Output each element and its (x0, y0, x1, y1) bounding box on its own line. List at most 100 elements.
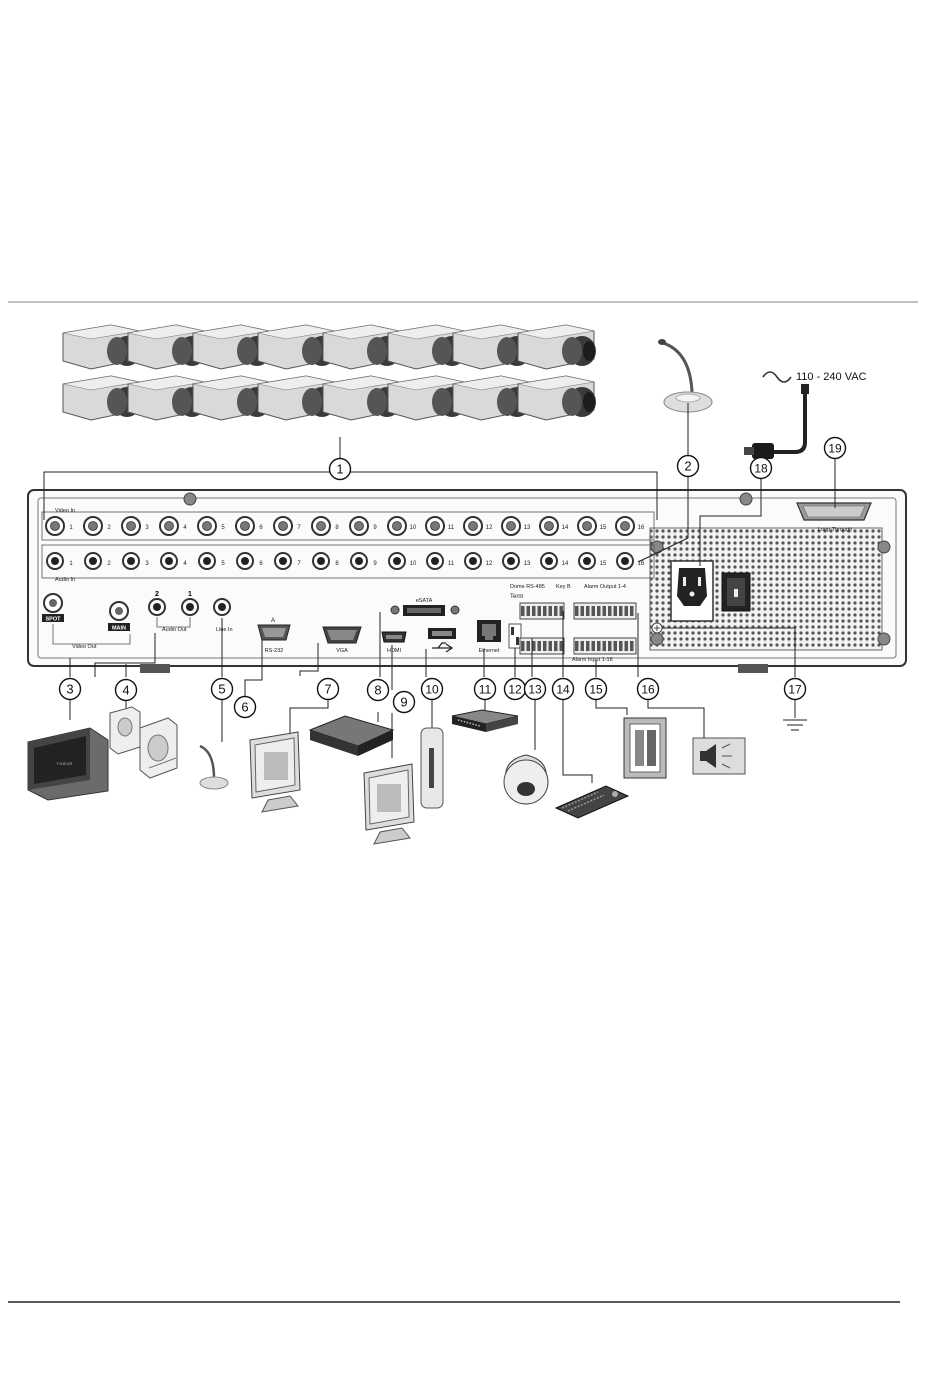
audio-in-channel-label: 7 (297, 561, 301, 567)
video-in-channel-label: 4 (183, 525, 187, 531)
usb-icon (432, 642, 454, 653)
video-out-label: Video Out (72, 644, 97, 650)
audio-in-rca-connector: 5 (198, 552, 225, 570)
ethernet-label: Ethernet (479, 648, 500, 654)
callout-18: 18 (749, 456, 773, 480)
video-in-channel-label: 10 (410, 525, 417, 531)
callout-number: 6 (241, 700, 248, 715)
video-in-bnc-connector: 1 (45, 516, 73, 536)
callout-number: 12 (508, 683, 522, 697)
alarm-input-label: Alarm Input 1-16 (572, 657, 613, 663)
video-in-bnc-connector: 16 (615, 516, 645, 536)
callout-3: 3 (58, 677, 82, 701)
callout-4: 4 (114, 678, 138, 702)
power-cord-icon (744, 384, 809, 459)
video-in-bnc-connector: 3 (121, 516, 149, 536)
callout-number: 8 (374, 683, 381, 698)
callout-16: 16 (636, 677, 660, 701)
microphone-icon (658, 339, 713, 413)
video-in-group (41, 511, 655, 541)
power-switch (721, 572, 751, 612)
video-in-channel-label: 9 (373, 525, 377, 531)
video-in-channel-label: 7 (297, 525, 301, 531)
usb-port-connector (428, 628, 456, 653)
screw-icon (877, 540, 891, 554)
audio-out-2-connector (148, 598, 166, 616)
callout-6: 6 (233, 695, 257, 719)
hdmi-label: HDMI (387, 648, 402, 654)
rs232-port-a-label: A (271, 618, 275, 624)
line-in-connector (213, 598, 231, 616)
audio-in-rca-connector: 4 (160, 552, 187, 570)
camera-icon (517, 324, 596, 370)
audio-in-label: Audio In (55, 577, 75, 583)
screw-icon (650, 632, 664, 646)
alarm-output-label: Alarm Output 1-4 (584, 584, 626, 590)
audio-in-channel-label: 9 (373, 561, 377, 567)
audio-in-rca-connector: 7 (274, 552, 301, 570)
callout-11: 11 (473, 677, 497, 701)
callout-number: 14 (556, 683, 570, 697)
vga-label: VGA (336, 648, 348, 654)
rs232-label: RS-232 (265, 648, 284, 654)
audio-in-rca-connector: 1 (46, 552, 73, 570)
esata-label: eSATA (416, 598, 433, 604)
alarm-input-sensor-icon (623, 717, 667, 779)
callout-number: 10 (425, 683, 439, 697)
alarm-output-siren-icon (692, 737, 746, 775)
video-out-bracket (52, 624, 131, 645)
video-in-bnc-connector: 13 (501, 516, 531, 536)
audio-in-rca-connector: 2 (84, 552, 111, 570)
dvr-rear-panel (27, 489, 907, 673)
audio-in-channel-label: 5 (221, 561, 225, 567)
hdmi-monitor-icon (363, 763, 415, 845)
callout-2: 2 (676, 454, 700, 478)
rs232-connector (257, 624, 291, 641)
video-in-channel-label: 13 (524, 525, 531, 531)
audio-in-channel-label: 2 (107, 561, 111, 567)
camera-icon (387, 324, 466, 370)
audio-in-rca-connector: 16 (616, 552, 645, 570)
screw-icon (739, 492, 753, 506)
term-label: Term (510, 594, 523, 600)
audio-in-rca-connector: 14 (540, 552, 569, 570)
video-in-channel-label: 11 (448, 525, 455, 531)
callout-number: 5 (218, 682, 225, 697)
main-output-connector: MAIN (108, 601, 130, 632)
audio-in-channel-label: 10 (410, 561, 417, 567)
callout-13: 13 (523, 677, 547, 701)
terminal-block (519, 637, 565, 655)
video-in-bnc-connector: 15 (577, 516, 607, 536)
ptz-dome-camera-icon (503, 754, 549, 805)
audio-in-rca-connector: 12 (464, 552, 493, 570)
audio-in-channel-label: 4 (183, 561, 187, 567)
terminal-block (573, 602, 637, 620)
audio-in-rca-connector: 3 (122, 552, 149, 570)
video-in-channel-label: 5 (221, 525, 225, 531)
callout-number: 7 (324, 682, 331, 697)
callout-number: 9 (400, 695, 407, 710)
callout-10: 10 (420, 677, 444, 701)
esata-connector (390, 605, 460, 616)
crt-monitor-icon: TVNEUR (27, 727, 109, 801)
video-in-bnc-connector: 11 (425, 516, 455, 536)
camera-icon (517, 375, 596, 421)
video-in-channel-label: 1 (69, 525, 73, 531)
audio-in-channel-label: 15 (600, 561, 607, 567)
power-inlet-connector (670, 560, 714, 622)
audio-in-rca-connector: 6 (236, 552, 263, 570)
video-in-bnc-connector: 14 (539, 516, 569, 536)
audio-out-1-connector (181, 598, 199, 616)
speakers-icon (109, 706, 178, 779)
video-in-channel-label: 16 (638, 525, 645, 531)
video-in-bnc-connector: 8 (311, 516, 339, 536)
callout-1: 1 (328, 457, 352, 481)
video-in-bnc-connector: 4 (159, 516, 187, 536)
video-in-label: Video In (55, 508, 75, 514)
audio-out-1-label: 1 (188, 591, 192, 598)
audio-in-channel-label: 3 (145, 561, 149, 567)
audio-in-channel-label: 8 (335, 561, 339, 567)
audio-in-channel-label: 12 (486, 561, 493, 567)
